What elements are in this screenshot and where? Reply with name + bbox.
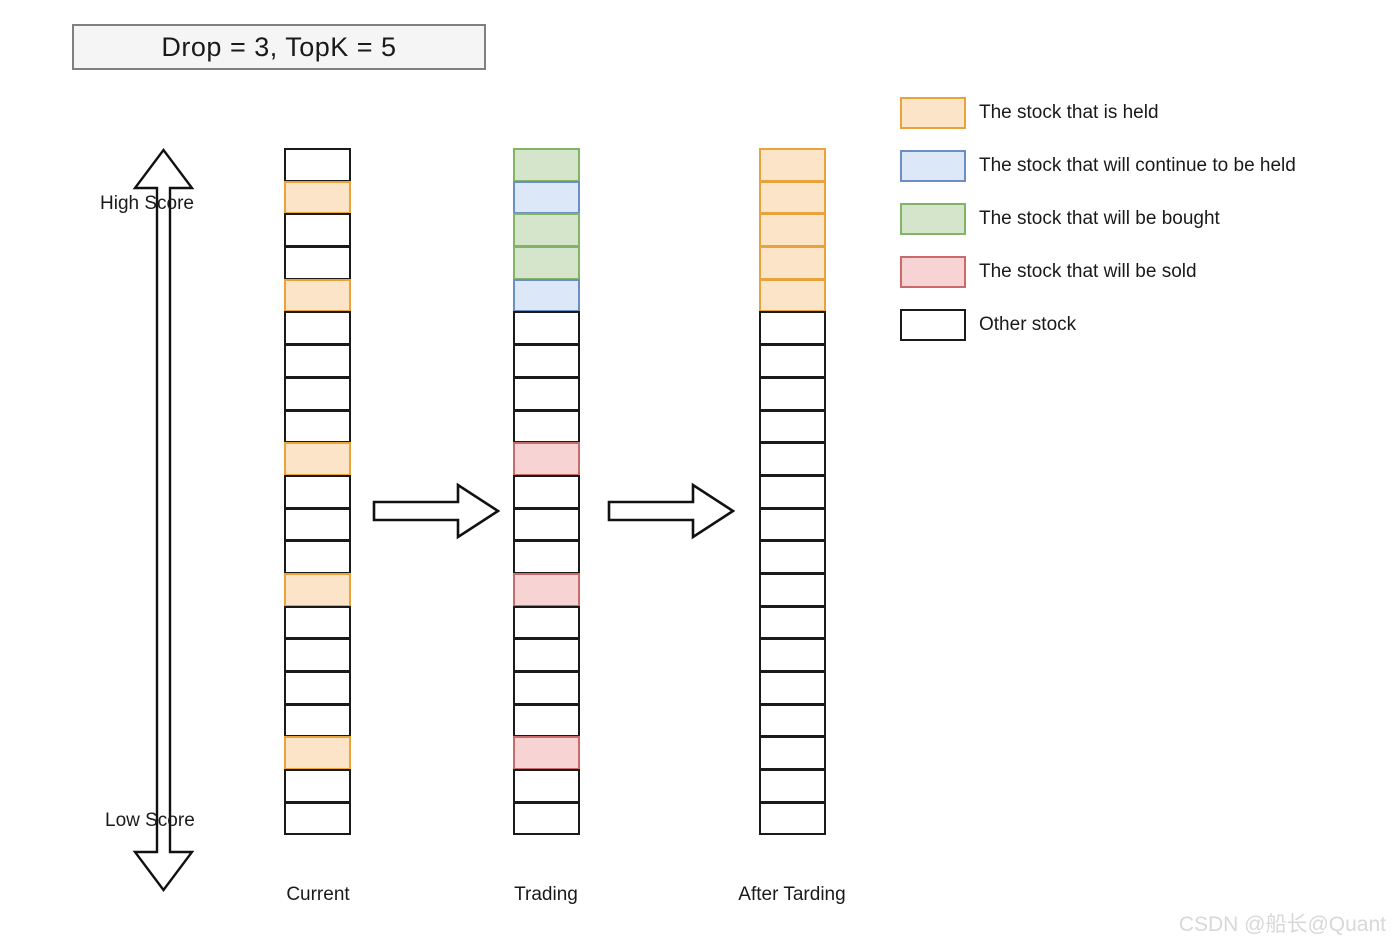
stock-cell-other: [513, 409, 580, 444]
stock-cell-other: [284, 638, 351, 672]
stock-cell-held: [759, 180, 826, 215]
stock-cell-other: [513, 507, 580, 542]
stock-cell-other: [513, 671, 580, 705]
legend-label: The stock that will be bought: [979, 207, 1220, 229]
legend-swatch-continue-held: [900, 149, 966, 182]
stock-cell-other: [284, 605, 351, 640]
stock-cell-other: [513, 540, 580, 574]
stock-cell-other: [759, 572, 826, 607]
stock-cell-other: [759, 540, 826, 574]
flow-arrow-trading-to-after: [607, 482, 735, 540]
stock-cell-other: [759, 801, 826, 836]
stock-cell-other: [284, 801, 351, 836]
stock-cell-other: [513, 703, 580, 738]
stock-cell-other: [513, 311, 580, 346]
stock-cell-other: [284, 376, 351, 411]
stock-cell-other: [513, 769, 580, 803]
stock-cell-other: [284, 703, 351, 738]
stock-cell-sell: [513, 572, 580, 607]
stock-cell-continue-held: [513, 180, 580, 215]
legend-swatch-sell: [900, 255, 966, 288]
stock-cell-other: [513, 344, 580, 378]
column-label-trading: Trading: [514, 884, 578, 905]
stock-cell-other: [284, 344, 351, 378]
stock-cell-other: [284, 474, 351, 509]
page-title: Drop = 3, TopK = 5: [161, 31, 397, 62]
stock-cell-other: [284, 246, 351, 280]
score-axis: High Score Low Score: [100, 140, 240, 900]
column-trading: [513, 148, 580, 836]
stock-cell-sell: [513, 736, 580, 771]
right-arrow-icon: [372, 482, 500, 540]
legend-swatch-held: [900, 96, 966, 129]
stock-cell-other: [759, 703, 826, 738]
low-score-label: Low Score: [105, 810, 195, 831]
column-label-current: Current: [286, 884, 350, 905]
stock-cell-other: [284, 311, 351, 346]
stock-cell-other: [759, 311, 826, 346]
stock-cell-held: [284, 180, 351, 215]
stock-cell-held: [759, 278, 826, 313]
stock-cell-held: [284, 572, 351, 607]
stock-cell-other: [513, 801, 580, 836]
stock-cell-other: [759, 736, 826, 771]
stock-cell-other: [759, 409, 826, 444]
title-box: Drop = 3, TopK = 5: [72, 24, 486, 70]
stock-cell-other: [759, 605, 826, 640]
stock-cell-other: [284, 507, 351, 542]
legend-label: The stock that is held: [979, 101, 1159, 123]
stock-cell-other: [759, 769, 826, 803]
column-after-trading: [759, 148, 826, 836]
legend-swatch-buy: [900, 202, 966, 235]
stock-cell-held: [759, 213, 826, 248]
stock-cell-held: [284, 736, 351, 771]
stock-cell-other: [284, 769, 351, 803]
column-current: [284, 148, 351, 836]
legend-item-other: Other stock: [900, 298, 1370, 351]
stock-cell-other: [284, 540, 351, 574]
stock-cell-other: [759, 442, 826, 476]
legend-label: The stock that will be sold: [979, 260, 1197, 282]
stock-cell-other: [759, 376, 826, 411]
legend-item-buy: The stock that will be bought: [900, 192, 1370, 245]
stock-cell-held: [284, 278, 351, 313]
stock-cell-buy: [513, 148, 580, 182]
stock-cell-held: [284, 442, 351, 476]
legend-swatch-other: [900, 308, 966, 341]
flow-arrow-current-to-trading: [372, 482, 500, 540]
stock-cell-buy: [513, 213, 580, 248]
legend-label: Other stock: [979, 313, 1077, 335]
high-score-label: High Score: [100, 193, 194, 214]
right-arrow-icon: [607, 482, 735, 540]
legend-item-sell: The stock that will be sold: [900, 245, 1370, 298]
stock-cell-other: [284, 148, 351, 182]
legend-label: The stock that will continue to be held: [979, 154, 1296, 176]
stock-cell-other: [759, 638, 826, 672]
stock-cell-other: [759, 507, 826, 542]
column-label-after-trading: After Tarding: [738, 884, 846, 905]
legend-item-continue-held: The stock that will continue to be held: [900, 139, 1370, 192]
stock-cell-other: [513, 605, 580, 640]
legend-item-held: The stock that is held: [900, 86, 1370, 139]
stock-cell-held: [759, 246, 826, 280]
score-axis-arrow-icon: [132, 148, 195, 892]
stock-cell-other: [759, 671, 826, 705]
stock-cell-sell: [513, 442, 580, 476]
stock-cell-other: [513, 474, 580, 509]
watermark: CSDN @船长@Quant: [1178, 913, 1386, 936]
stock-cell-other: [284, 671, 351, 705]
stock-cell-other: [284, 409, 351, 444]
stock-cell-other: [759, 474, 826, 509]
stock-cell-other: [513, 638, 580, 672]
stock-cell-continue-held: [513, 278, 580, 313]
stock-cell-other: [284, 213, 351, 248]
stock-cell-other: [759, 344, 826, 378]
stock-cell-held: [759, 148, 826, 182]
stock-cell-other: [513, 376, 580, 411]
stock-cell-buy: [513, 246, 580, 280]
